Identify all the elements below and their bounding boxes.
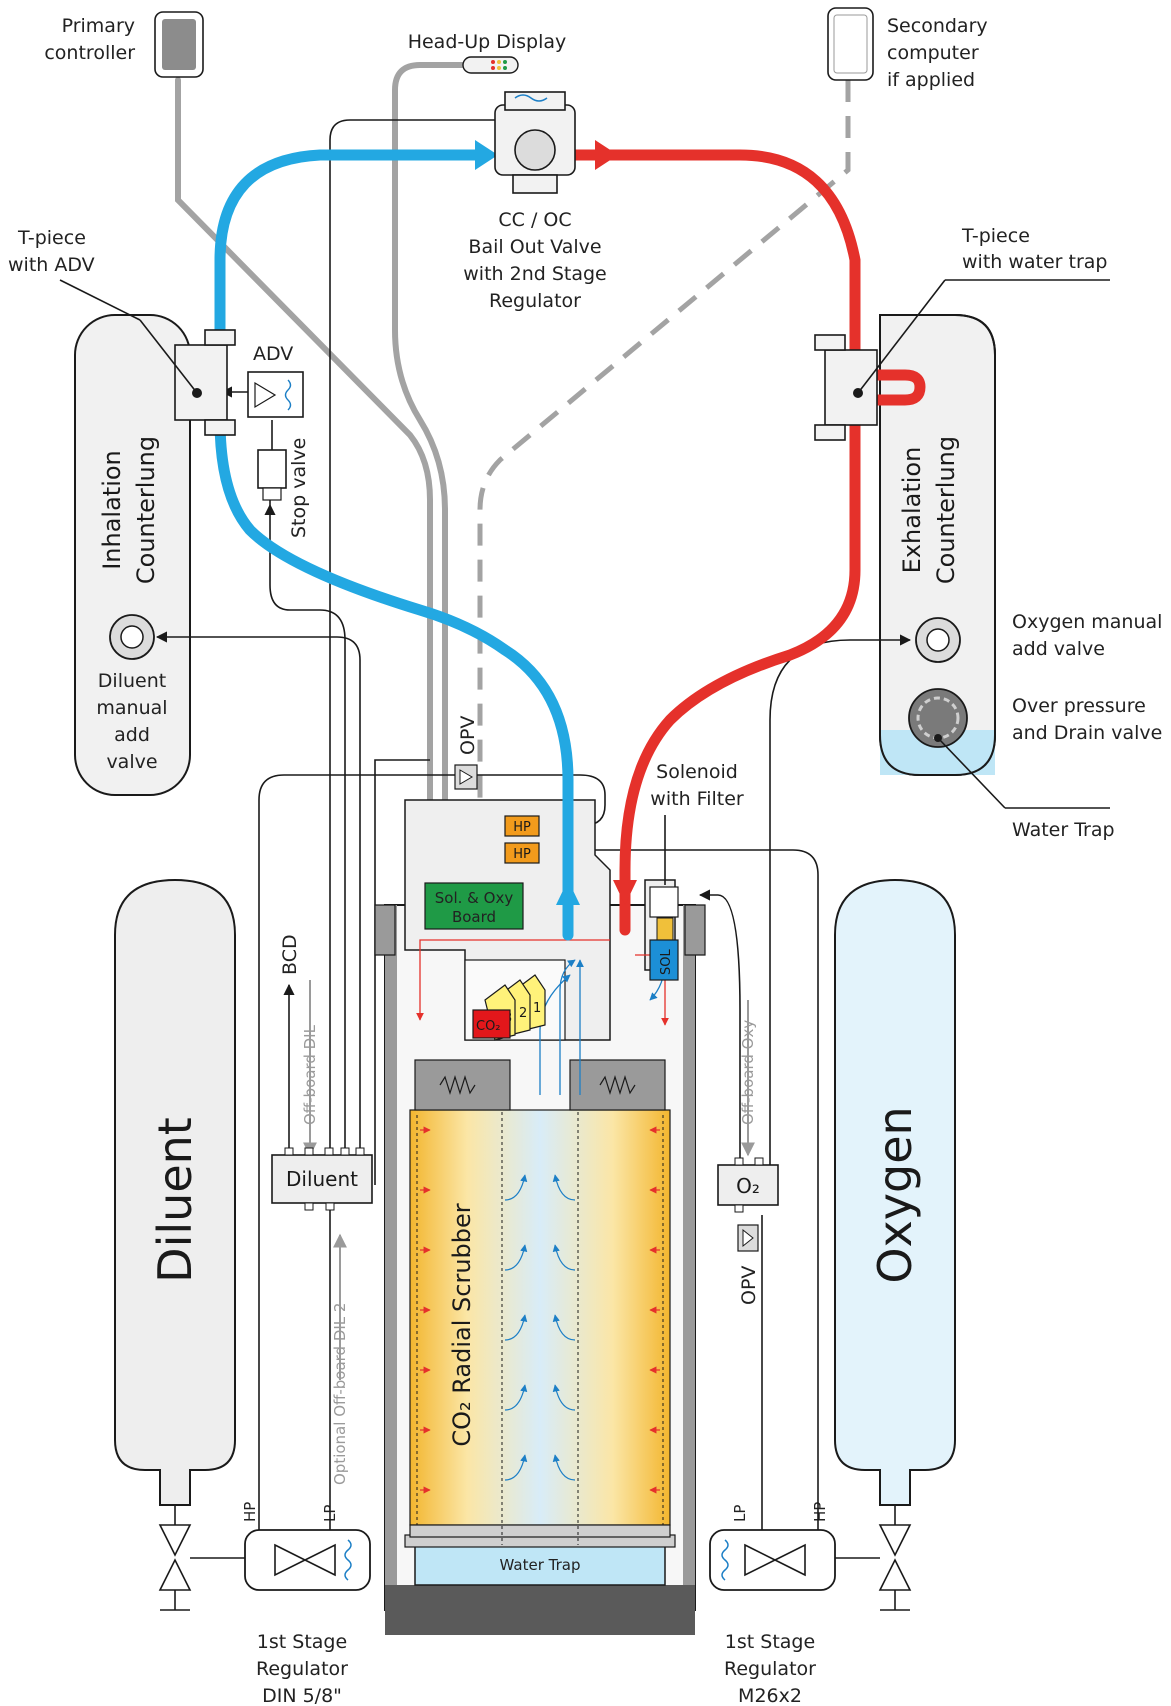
first-stage-regulator-right: LP HP 1st Stage Regulator M26x2: [709, 1502, 836, 1706]
solenoid-label-2: with Filter: [650, 788, 744, 810]
exhalation-label-2: Counterlung: [932, 436, 960, 584]
solenoid-label-1: Solenoid: [656, 761, 738, 783]
inhale-arrow-canister: [556, 880, 580, 905]
adv-label: ADV: [253, 343, 293, 365]
inhale-hose: [214, 149, 574, 941]
hp-1-label: HP: [513, 820, 531, 835]
adv: ADV: [247, 343, 304, 418]
bailout-label-1: CC / OC: [498, 209, 571, 231]
oxygen-add-label-1: Oxygen manual: [1012, 611, 1162, 633]
hp-sensor-1: HP: [504, 815, 540, 837]
diluent-block: Diluent: [271, 1147, 373, 1211]
sol-oxy-board-label-1: Sol. & Oxy: [435, 889, 514, 907]
oxygen-sensors: 1 2 3 CO₂: [472, 974, 546, 1041]
t-piece-adv-label-1: T-piece: [17, 227, 86, 249]
lp-right-label: LP: [731, 1505, 749, 1522]
diluent-tank-label: Diluent: [148, 1117, 202, 1283]
bailout-label-3: with 2nd Stage: [463, 263, 606, 285]
head-flow-arrows: [416, 939, 669, 1095]
diluent-tank: Diluent: [114, 878, 236, 1506]
optional-off-board-dil-2-label: Optional Off-board DIL 2: [331, 1303, 349, 1485]
exhalation-label-1: Exhalation: [898, 447, 926, 574]
over-pressure-label-2: and Drain valve: [1012, 722, 1162, 744]
diluent-tank-valve: [158, 1505, 245, 1611]
o2-block: O₂ OPV: [717, 1157, 779, 1305]
first-stage-regulator-left: HP LP 1st Stage Regulator DIN 5/8": [241, 1502, 371, 1706]
inhale-arrow-top: [475, 140, 498, 170]
secondary-computer-label-3: if applied: [887, 69, 975, 91]
inhalation-label-1: Inhalation: [98, 450, 126, 570]
opv-top: OPV: [454, 716, 479, 790]
secondary-computer-hose: [477, 80, 851, 810]
off-board-oxy-label: Off-board Oxy: [739, 1020, 757, 1125]
co2-scrubber-label: CO₂ Radial Scrubber: [448, 1203, 476, 1446]
water-trap-bottom-label: Water Trap: [500, 1556, 581, 1574]
off-board-dil-label: Off-board DIL: [301, 1024, 319, 1125]
oxygen-tank: Oxygen: [834, 878, 956, 1506]
first-stage-right-label-2: Regulator: [724, 1658, 816, 1680]
sol-label: SOL: [659, 949, 674, 975]
sensor-2-label: 2: [519, 1006, 527, 1021]
diluent-add-label-2: manual: [96, 697, 167, 719]
oxygen-tank-label: Oxygen: [868, 1106, 922, 1283]
hp-left-label: HP: [241, 1502, 259, 1522]
hp-2-label: HP: [513, 847, 531, 862]
t-piece-water-trap-label-1: T-piece: [961, 225, 1030, 247]
o2-block-label: O₂: [736, 1174, 760, 1198]
primary-controller-hose: [175, 77, 433, 813]
t-piece-adv-label-2: with ADV: [8, 254, 95, 276]
t-piece-water-trap-label-2: with water trap: [962, 251, 1108, 273]
inhalation-counterlung: Inhalation Counterlung Diluent manual ad…: [74, 314, 191, 796]
first-stage-left-label-1: 1st Stage: [257, 1631, 347, 1653]
first-stage-left-label-2: Regulator: [256, 1658, 348, 1680]
solenoid: SOL Solenoid with Filter: [649, 761, 744, 981]
over-pressure-label-1: Over pressure: [1012, 695, 1146, 717]
t-piece-water-trap: T-piece with water trap: [814, 225, 1110, 441]
sol-oxy-board-label-2: Board: [452, 908, 496, 926]
hud-hose: [392, 62, 466, 813]
primary-controller: Primary controller: [44, 11, 204, 78]
stop-valve-label: Stop valve: [288, 438, 310, 538]
diluent-add-label-1: Diluent: [98, 670, 166, 692]
oxygen-tank-valve: [825, 1505, 912, 1611]
bailout-label-4: Regulator: [489, 290, 581, 312]
head-up-display: Head-Up Display: [408, 31, 567, 74]
sol-oxy-board: Sol. & Oxy Board: [424, 882, 524, 930]
first-stage-right-label-3: M26x2: [738, 1685, 802, 1706]
primary-controller-label-2: controller: [44, 42, 135, 64]
t-piece-adv: T-piece with ADV: [8, 227, 236, 436]
primary-controller-label-1: Primary: [62, 15, 135, 37]
oxygen-add-label-2: add valve: [1012, 638, 1105, 660]
bailout-valve: CC / OC Bail Out Valve with 2nd Stage Re…: [463, 91, 607, 312]
hp-sensor-2: HP: [504, 842, 540, 864]
hud-label: Head-Up Display: [408, 31, 567, 53]
diluent-add-label-4: valve: [106, 751, 157, 773]
off-board-lines: Off-board DIL Off-board Oxy Optional Off…: [301, 980, 757, 1485]
bailout-label-2: Bail Out Valve: [468, 236, 601, 258]
bcd-label: BCD: [279, 934, 301, 975]
secondary-computer: Secondary computer if applied: [827, 7, 988, 91]
diluent-add-label-3: add: [114, 724, 150, 746]
stop-valve: Stop valve: [257, 420, 310, 538]
exhale-arrow-canister: [613, 880, 637, 905]
opv-right-label: OPV: [738, 1266, 760, 1305]
scrubber-flow-arrows: [420, 1126, 660, 1494]
sensor-1-label: 1: [533, 1001, 541, 1016]
secondary-computer-label-1: Secondary: [887, 15, 988, 37]
first-stage-right-label-1: 1st Stage: [725, 1631, 815, 1653]
exhale-hose: [569, 149, 926, 936]
inhalation-label-2: Counterlung: [132, 436, 160, 584]
secondary-computer-label-2: computer: [887, 42, 979, 64]
exhalation-counterlung: Exhalation Counterlung Oxygen manual add…: [879, 314, 1162, 841]
co2-sensor-label: CO₂: [476, 1019, 501, 1034]
hp-right-label: HP: [811, 1502, 829, 1522]
diluent-block-label: Diluent: [286, 1167, 358, 1191]
first-stage-left-label-3: DIN 5/8": [262, 1685, 342, 1706]
water-trap-counterlung-label: Water Trap: [1012, 819, 1115, 841]
exhale-arrow-top: [595, 140, 618, 170]
opv-top-label: OPV: [457, 716, 479, 755]
